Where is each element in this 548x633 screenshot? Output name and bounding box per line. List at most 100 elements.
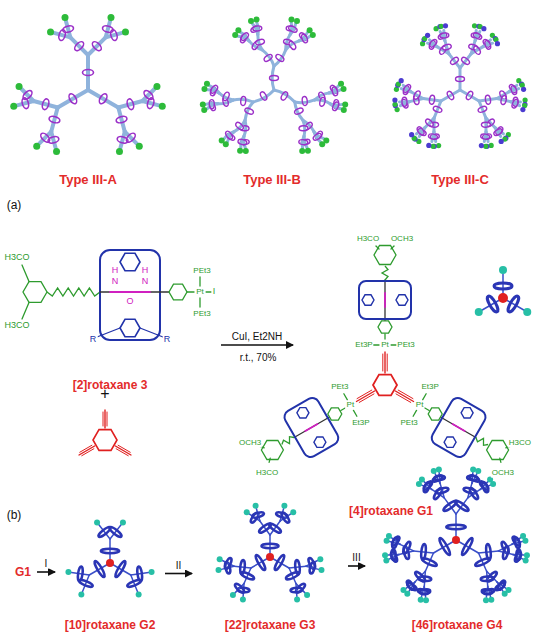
ring-symbol	[312, 132, 322, 141]
benzene-ring	[169, 284, 187, 300]
stopper-ball	[470, 466, 476, 472]
ring-symbol	[39, 132, 51, 144]
branch-line	[142, 101, 158, 105]
branch-line	[388, 554, 399, 556]
branch-line	[434, 101, 441, 118]
ring-symbol	[417, 588, 428, 595]
stopper-ball	[235, 27, 241, 33]
reaction-arrow	[37, 571, 55, 573]
ring-symbol	[234, 583, 246, 594]
branch-line	[479, 101, 486, 118]
compound-label: G1	[15, 565, 31, 579]
atom-label: Pt	[380, 341, 390, 350]
compound-node: [46]rotaxane G4	[368, 462, 546, 632]
branch-line	[399, 100, 409, 103]
branch-line	[295, 102, 303, 120]
stopper-ball	[419, 477, 425, 483]
branch-line	[445, 40, 449, 53]
ring-symbol	[473, 45, 482, 55]
branch-line	[206, 103, 218, 104]
branch-line	[487, 571, 488, 586]
branch-line	[479, 551, 499, 553]
branch-line	[432, 132, 434, 142]
branch-line	[39, 132, 51, 144]
branch-line	[258, 34, 262, 49]
compound-label: [10]rotaxane G2	[65, 618, 156, 632]
ring-symbol	[275, 53, 285, 62]
bond-line	[140, 328, 163, 337]
branch-line	[329, 90, 341, 93]
branch-line	[274, 90, 295, 102]
ring-symbol	[469, 474, 480, 483]
stopper-ball	[495, 41, 500, 46]
ring-symbol	[440, 32, 449, 38]
branch-line	[415, 571, 425, 582]
benzene-ring	[378, 321, 392, 333]
ring-symbol	[423, 480, 434, 491]
stopper-ball	[386, 533, 392, 539]
ring-symbol	[465, 90, 474, 100]
ring-symbol	[22, 89, 34, 101]
ring-symbol	[108, 526, 122, 539]
benzene-ring	[261, 441, 283, 460]
atom-label: H3CO	[3, 321, 30, 331]
ring-symbol	[477, 105, 487, 113]
branch-line	[299, 36, 310, 41]
alkyne-bond	[398, 390, 413, 399]
ring-symbol	[126, 98, 135, 110]
stopper-ball	[230, 592, 236, 598]
stopper-ball	[409, 132, 414, 137]
ring-symbol	[502, 546, 509, 560]
branch-line	[302, 136, 304, 148]
branch-line	[118, 108, 124, 132]
ring-symbol	[288, 40, 297, 50]
atom-label: O	[125, 297, 134, 307]
stopper-ball	[520, 107, 525, 112]
ring-symbol	[456, 77, 465, 82]
stopper-ball	[136, 143, 143, 150]
branch-line	[66, 21, 70, 37]
ring-symbol	[255, 38, 265, 45]
compound-label: [46]rotaxane G4	[412, 618, 503, 632]
alkyne-bond	[387, 354, 388, 371]
ring-symbol	[432, 105, 442, 113]
ring-symbol	[481, 576, 494, 581]
stopper-ball	[62, 14, 69, 21]
bond-line	[269, 458, 270, 462]
branch-line	[425, 118, 435, 128]
stopper-ball	[94, 519, 100, 525]
branch-line	[241, 136, 244, 148]
ring-symbol	[446, 90, 455, 100]
axle-line	[441, 418, 476, 438]
branch-line	[257, 22, 259, 34]
branch-line	[459, 68, 462, 90]
benzene-ring	[314, 437, 326, 447]
alkyl-chain	[282, 437, 294, 445]
branch-line	[88, 90, 118, 108]
ring-symbol	[290, 587, 302, 592]
bond-line	[206, 291, 211, 292]
ring-symbol	[454, 499, 470, 512]
branch-line	[88, 37, 106, 55]
bond-line	[187, 291, 194, 292]
stopper-ball	[120, 519, 126, 525]
branch-line	[51, 108, 57, 132]
stopper-ball	[502, 591, 508, 597]
ring-symbol	[416, 126, 425, 136]
benzene-ring	[396, 295, 408, 305]
ring-symbol	[481, 482, 489, 493]
stopper-ball	[116, 148, 123, 155]
branch-line	[315, 100, 331, 104]
urea-line	[384, 293, 386, 307]
branch-line	[22, 89, 34, 101]
ring-symbol	[391, 549, 396, 560]
compound-label: [4]rotaxane G1	[349, 504, 433, 518]
ring-symbol	[494, 283, 512, 289]
ring-symbol	[254, 554, 266, 571]
stopper-ball	[290, 509, 296, 515]
branch-line	[70, 37, 88, 55]
atom-label: Pt	[195, 288, 205, 297]
ring-symbol	[510, 85, 518, 95]
reaction-arrow	[221, 344, 293, 346]
